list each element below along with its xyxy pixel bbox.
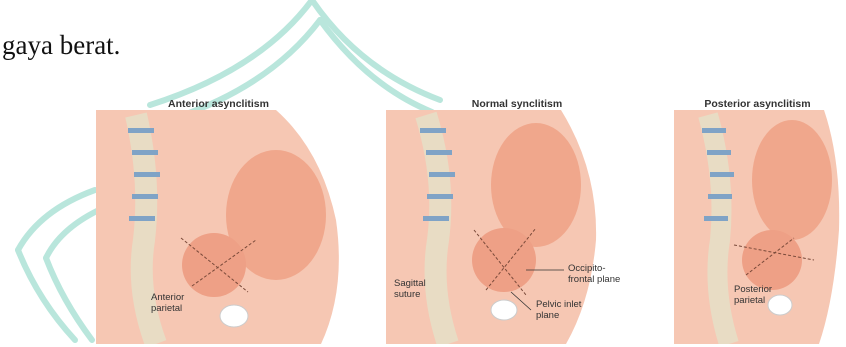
panel-title: Posterior asynclitism [674, 98, 841, 110]
posterior-illustration [674, 110, 841, 344]
anterior-illustration [96, 110, 341, 344]
lead-text: gaya berat. [2, 30, 120, 61]
label-occipito-frontal-plane: Occipito-frontal plane [568, 263, 620, 285]
panel-title: Anterior asynclitism [96, 98, 341, 110]
panel-title: Normal synclitism [386, 98, 648, 110]
normal-illustration [386, 110, 648, 344]
